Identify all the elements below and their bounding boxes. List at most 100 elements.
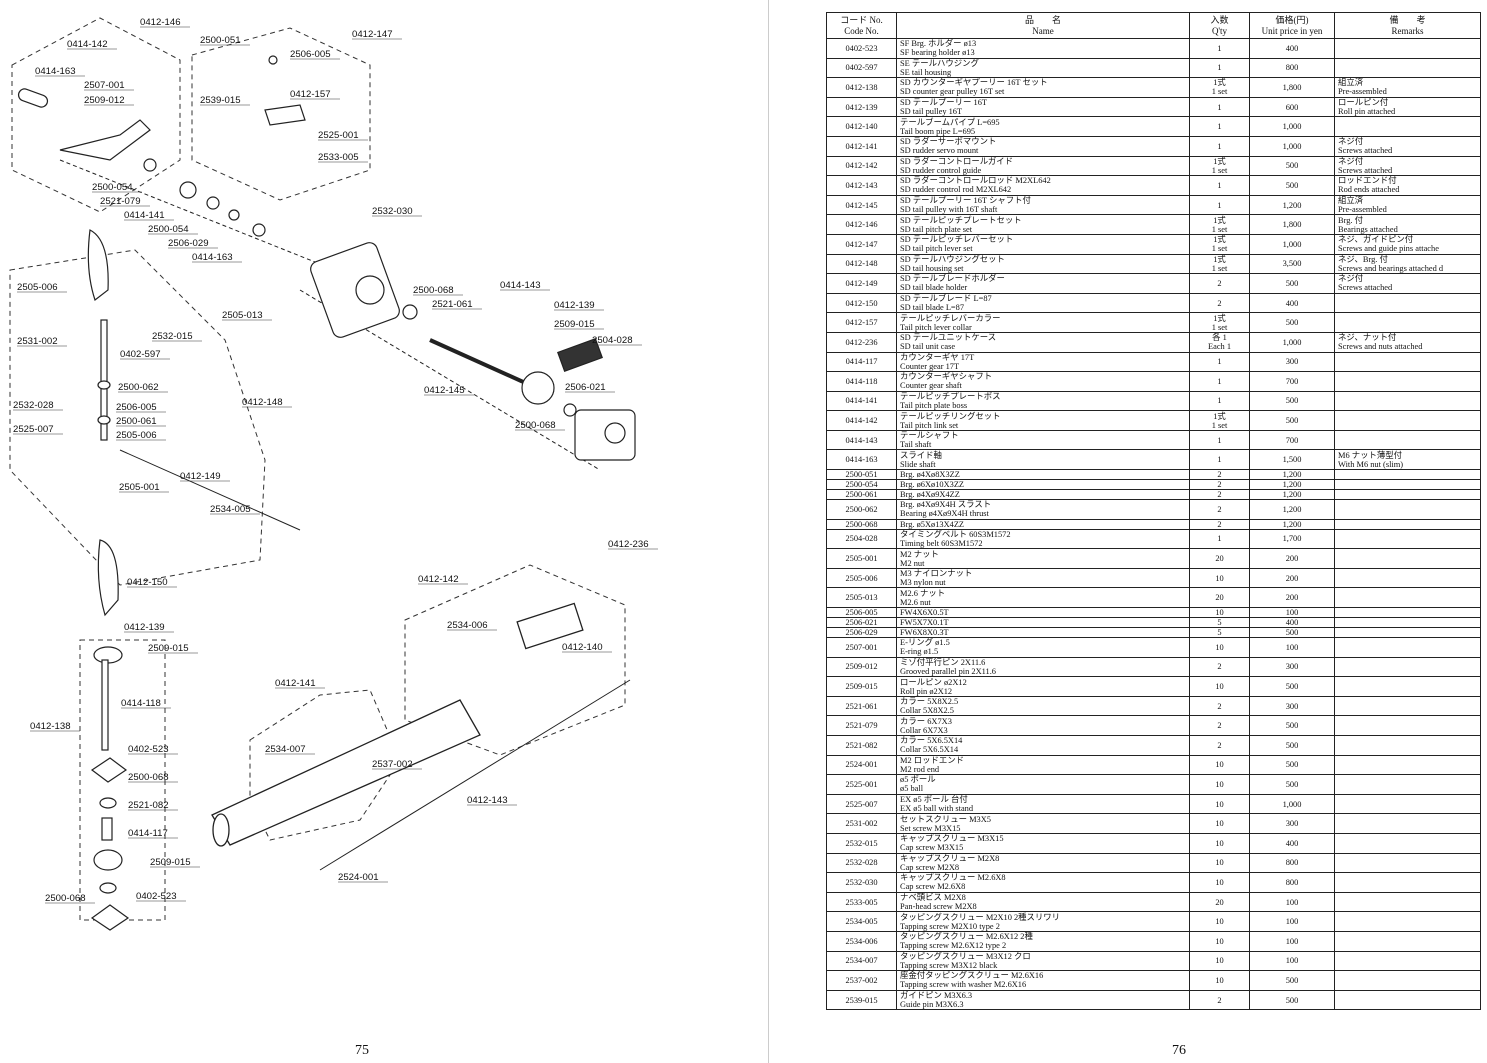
cell-remarks xyxy=(1334,499,1481,520)
cell-code: 2506-029 xyxy=(826,627,897,639)
name-jp: テールピッチプレートボス xyxy=(900,391,1001,401)
cell-qty: 5 xyxy=(1189,627,1250,639)
cell-remarks xyxy=(1334,469,1481,481)
name-en: Collar 5X6.5X14 xyxy=(900,745,959,755)
part-label: 2506-005 xyxy=(116,402,157,413)
part-label: 0412-157 xyxy=(290,89,331,100)
name-jp: SD ラダーコントロールガイド xyxy=(900,156,1014,166)
part-label: 2505-006 xyxy=(17,282,58,293)
cell-code: 2521-082 xyxy=(826,735,897,756)
cell-price: 200 xyxy=(1249,587,1335,609)
name-jp: SF Brg. ホルダー ø13 xyxy=(900,39,977,49)
name-en: M2.6 nut xyxy=(900,597,931,607)
part-label: 0414-163 xyxy=(35,66,76,77)
name-jp: ナベ頭ビス M2X8 xyxy=(900,893,966,903)
cell-price: 1,000 xyxy=(1249,793,1335,815)
cell-code: 2500-051 xyxy=(826,469,897,481)
part-label: 0402-597 xyxy=(120,349,161,360)
cell-code: 2505-001 xyxy=(826,548,897,569)
cell-price: 700 xyxy=(1249,429,1335,451)
part-label: 2509-012 xyxy=(84,95,125,106)
header-code: コード No.Code No. xyxy=(826,12,897,39)
name-en: Tail pitch plate boss xyxy=(900,400,968,410)
group-outline-0412-138 xyxy=(79,639,166,921)
cell-code: 0414-142 xyxy=(826,410,897,431)
name-en: Bearing ø4Xø9X4H thrust xyxy=(900,509,989,519)
part-label: 0414-143 xyxy=(500,280,541,291)
cell-name: Brg. ø6Xø10X3ZZ xyxy=(896,479,1190,491)
cell-price: 200 xyxy=(1249,548,1335,569)
name-en: Tapping screw M3X12 black xyxy=(900,960,998,970)
cell-code: 0414-117 xyxy=(826,351,897,373)
cell-code: 0412-141 xyxy=(826,135,897,157)
name-en: SD tail housing set xyxy=(900,263,964,273)
part-label: 2500-061 xyxy=(116,416,157,427)
part-label: 2500-051 xyxy=(200,35,241,46)
name-en: Guide pin M3X6.3 xyxy=(900,1000,964,1010)
cell-qty: 2 xyxy=(1189,518,1250,530)
part-label: 2500-062 xyxy=(118,382,159,393)
name-en: SD tail blade L=87 xyxy=(900,303,965,313)
name-jp: タッピングスクリュー M2.6X12 2種 xyxy=(900,932,1033,942)
cell-code: 2500-062 xyxy=(826,499,897,520)
cell-price: 1,000 xyxy=(1249,135,1335,157)
part-label: 2525-001 xyxy=(318,130,359,141)
cell-remarks xyxy=(1334,567,1481,589)
cell-price: 800 xyxy=(1249,852,1335,874)
cell-remarks xyxy=(1334,371,1481,392)
cell-price: 1,200 xyxy=(1249,469,1335,481)
cell-price: 1,700 xyxy=(1249,528,1335,550)
part-label: 2521-079 xyxy=(100,196,141,207)
cell-qty: 2 xyxy=(1189,656,1250,678)
cell-qty: 2 xyxy=(1189,489,1250,501)
cell-qty: 10 xyxy=(1189,832,1250,854)
name-en: ø5 ball xyxy=(900,784,924,794)
name-en: Slide shaft xyxy=(900,459,936,469)
cell-qty: 1 xyxy=(1189,371,1250,392)
part-label: 2506-029 xyxy=(168,238,209,249)
cell-remarks xyxy=(1334,989,1481,1011)
part-labels: 0412-1460414-1420414-1632507-0012509-012… xyxy=(13,17,658,904)
cell-qty: 10 xyxy=(1189,872,1250,893)
part-label: 0412-141 xyxy=(275,678,316,689)
cell-price: 500 xyxy=(1249,410,1335,431)
cell-code: 2509-015 xyxy=(826,676,897,697)
cell-code: 2532-015 xyxy=(826,832,897,854)
cell-price: 1,200 xyxy=(1249,518,1335,530)
part-label: 2524-001 xyxy=(338,872,379,883)
cell-code: 0412-142 xyxy=(826,155,897,177)
name-en: Tail boom pipe L=695 xyxy=(900,126,976,136)
part-label: 2521-082 xyxy=(128,800,169,811)
name-jp: SD テールピッチプレートセット xyxy=(900,215,1022,225)
cell-remarks xyxy=(1334,548,1481,569)
cell-remarks xyxy=(1334,676,1481,697)
part-label: 2532-030 xyxy=(372,206,413,217)
